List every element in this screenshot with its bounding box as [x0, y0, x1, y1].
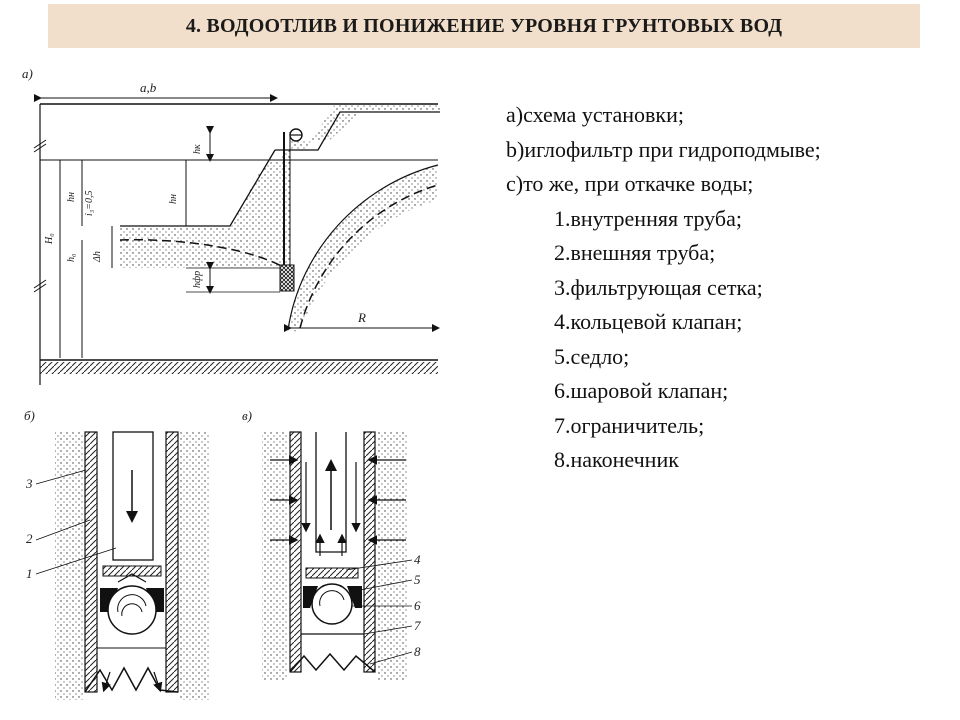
- panel-c-pumping: в) 4 5 6 7 8: [242, 408, 421, 680]
- part-8-label: 8: [414, 644, 421, 659]
- dimension-slope-label: i₃=0,5: [84, 190, 95, 216]
- legend-item-b: b)иглофильтр при гидроподмыве;: [506, 136, 821, 162]
- break-mark-top: [33, 139, 47, 153]
- valve-arrows-b: [117, 573, 147, 583]
- part-item-2: 2.внешняя труба;: [554, 240, 716, 265]
- dimension-hn-label: hн: [66, 192, 77, 202]
- part-7-label: 7: [414, 618, 421, 633]
- part-item-6: 6.шаровой клапан;: [554, 378, 729, 403]
- leader-1: [35, 547, 117, 575]
- ring-valve-b: [102, 565, 162, 577]
- panel-a-installation-scheme: а) a,b R H₀: [22, 66, 440, 385]
- parts-list: 1.внутренняя труба; 2.внешняя труба; 3.ф…: [506, 202, 821, 478]
- part-item-4: 4.кольцевой клапан;: [554, 309, 743, 334]
- part-4-label: 4: [414, 552, 421, 567]
- part-3-label: 3: [25, 476, 33, 491]
- part-1-label: 1: [26, 566, 33, 581]
- dimension-R-label: R: [357, 310, 366, 325]
- jet-arrow-right-b: [153, 671, 163, 693]
- dimension-Hd-label: H₀: [44, 233, 55, 245]
- soil-fill-slope: [120, 104, 440, 268]
- soil-fill-curve: [288, 165, 438, 332]
- excavation-top-edge: [275, 111, 440, 151]
- part-5-label: 5: [414, 572, 421, 587]
- leader-4: [345, 559, 413, 571]
- leader-5: [359, 579, 413, 591]
- outer-pipe-wall-right-b: [165, 431, 179, 693]
- aquiclude-hatch: [40, 362, 438, 374]
- soil-right-b: [180, 432, 210, 700]
- legend-item-c: с)то же, при откачке воды;: [506, 171, 754, 196]
- part-item-8: 8.наконечник: [554, 447, 679, 472]
- part-2-label: 2: [26, 531, 33, 546]
- inner-pipe-b: [112, 431, 154, 561]
- legend-item-a: а)схема установки;: [506, 102, 684, 127]
- ball-shading-b2: [121, 603, 143, 617]
- ball-shading-b: [117, 594, 147, 613]
- page-title: 4. ВОДООТЛИВ И ПОНИЖЕНИЕ УРОВНЯ ГРУНТОВЫ…: [185, 14, 783, 37]
- leader-2: [35, 519, 91, 541]
- outer-pipe-wall-right-c: [363, 431, 376, 673]
- excavation-slope-line: [120, 149, 276, 227]
- part-6-label: 6: [414, 598, 421, 613]
- dimension-a-b-label: a,b: [140, 80, 157, 95]
- title-banner: 4. ВОДООТЛИВ И ПОНИЖЕНИЕ УРОВНЯ ГРУНТОВЫ…: [48, 4, 920, 48]
- ball-shading-c: [319, 590, 345, 607]
- tip-teeth-b: [84, 666, 179, 693]
- depression-curve-left: [119, 239, 286, 269]
- soil-boundary-curve: [287, 164, 439, 331]
- seat-right-c: [347, 586, 362, 608]
- part-item-1: 1.внутренняя труба;: [554, 205, 742, 231]
- leader-7: [363, 625, 413, 635]
- panel-c-label: в): [242, 408, 252, 423]
- dimension-hf-label: hфр: [192, 271, 203, 288]
- seat-left-c: [303, 586, 318, 608]
- inner-pipe-c: [315, 432, 347, 553]
- dimension-h0-label: h₀: [66, 253, 77, 262]
- ball-valve-b: [107, 585, 157, 635]
- legend-block: а)схема установки; b)иглофильтр при гидр…: [506, 98, 821, 478]
- part-item-3: 3.фильтрующая сетка;: [554, 274, 763, 300]
- dimension-hk-label: hк: [192, 144, 203, 154]
- outer-pipe-wall-left-b: [84, 431, 98, 693]
- part-item-5: 5.седло;: [554, 343, 630, 369]
- soil-right-c: [378, 432, 408, 680]
- panel-a-label: а): [22, 66, 33, 81]
- break-mark-bottom: [33, 279, 47, 293]
- ball-valve-c: [311, 583, 353, 625]
- ring-valve-c: [305, 567, 359, 579]
- part-item-7: 7.ограничитель;: [554, 412, 705, 438]
- dimension-dh-label: Δh: [92, 251, 103, 263]
- soil-left-c: [262, 432, 288, 680]
- tip-teeth-c: [289, 652, 376, 673]
- panel-b-label: б): [24, 408, 35, 423]
- leader-3: [35, 469, 87, 485]
- outer-pipe-wall-left-c: [289, 431, 302, 673]
- panel-b-hydro-jetting: б) 3 2 1: [24, 408, 210, 700]
- leader-8: [369, 651, 413, 665]
- depression-curve-right: [299, 184, 439, 329]
- jet-arrow-left-b: [101, 671, 111, 693]
- filter-tip: [279, 264, 295, 292]
- dimension-hw-label: hн: [168, 194, 179, 204]
